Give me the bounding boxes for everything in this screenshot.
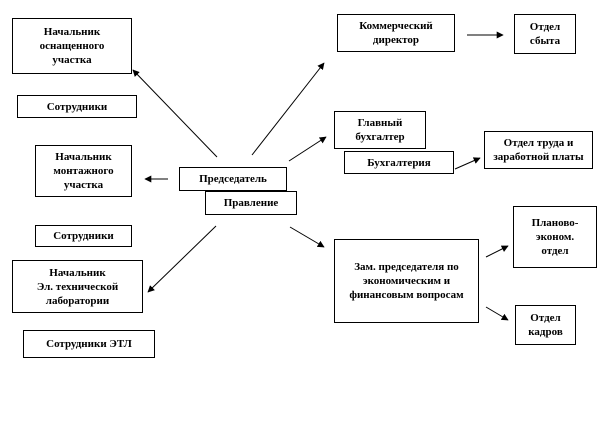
node-chief-mounting-section: Начальник монтажного участка [35,145,132,197]
node-employees-1: Сотрудники [17,95,137,118]
arrow-to-hr-dept [485,306,509,321]
node-chairman: Председатель [179,167,287,191]
arrow-to-chief-assembly [132,69,218,158]
node-hr-dept: Отдел кадров [515,305,576,345]
node-deputy-chairman: Зам. председателя по экономическим и фин… [334,239,479,323]
arrow-to-deputy-chairman [289,226,325,248]
arrow-to-labor-dept [454,157,481,170]
node-planning-dept: Планово- эконом. отдел [513,206,597,268]
node-chief-etl: Начальник Эл. технической лаборатории [12,260,143,313]
node-employees-2: Сотрудники [35,225,132,247]
node-board: Правление [205,191,297,215]
arrow-to-chief-etl [147,225,217,293]
node-commercial-director: Коммерческий директор [337,14,455,52]
arrow-to-chief-accountant [288,136,327,162]
node-sales-dept: Отдел сбыта [514,14,576,54]
node-employees-etl: Сотрудники ЭТЛ [23,330,155,358]
arrow-to-commercial-director [251,62,325,156]
node-labor-dept: Отдел труда и заработной платы [484,131,593,169]
arrow-to-planning-dept [485,245,509,258]
node-chief-accountant: Главный бухгалтер [334,111,426,149]
node-accounting: Бухгалтерия [344,151,454,174]
node-chief-assembly-section: Начальник оснащенного участка [12,18,132,74]
